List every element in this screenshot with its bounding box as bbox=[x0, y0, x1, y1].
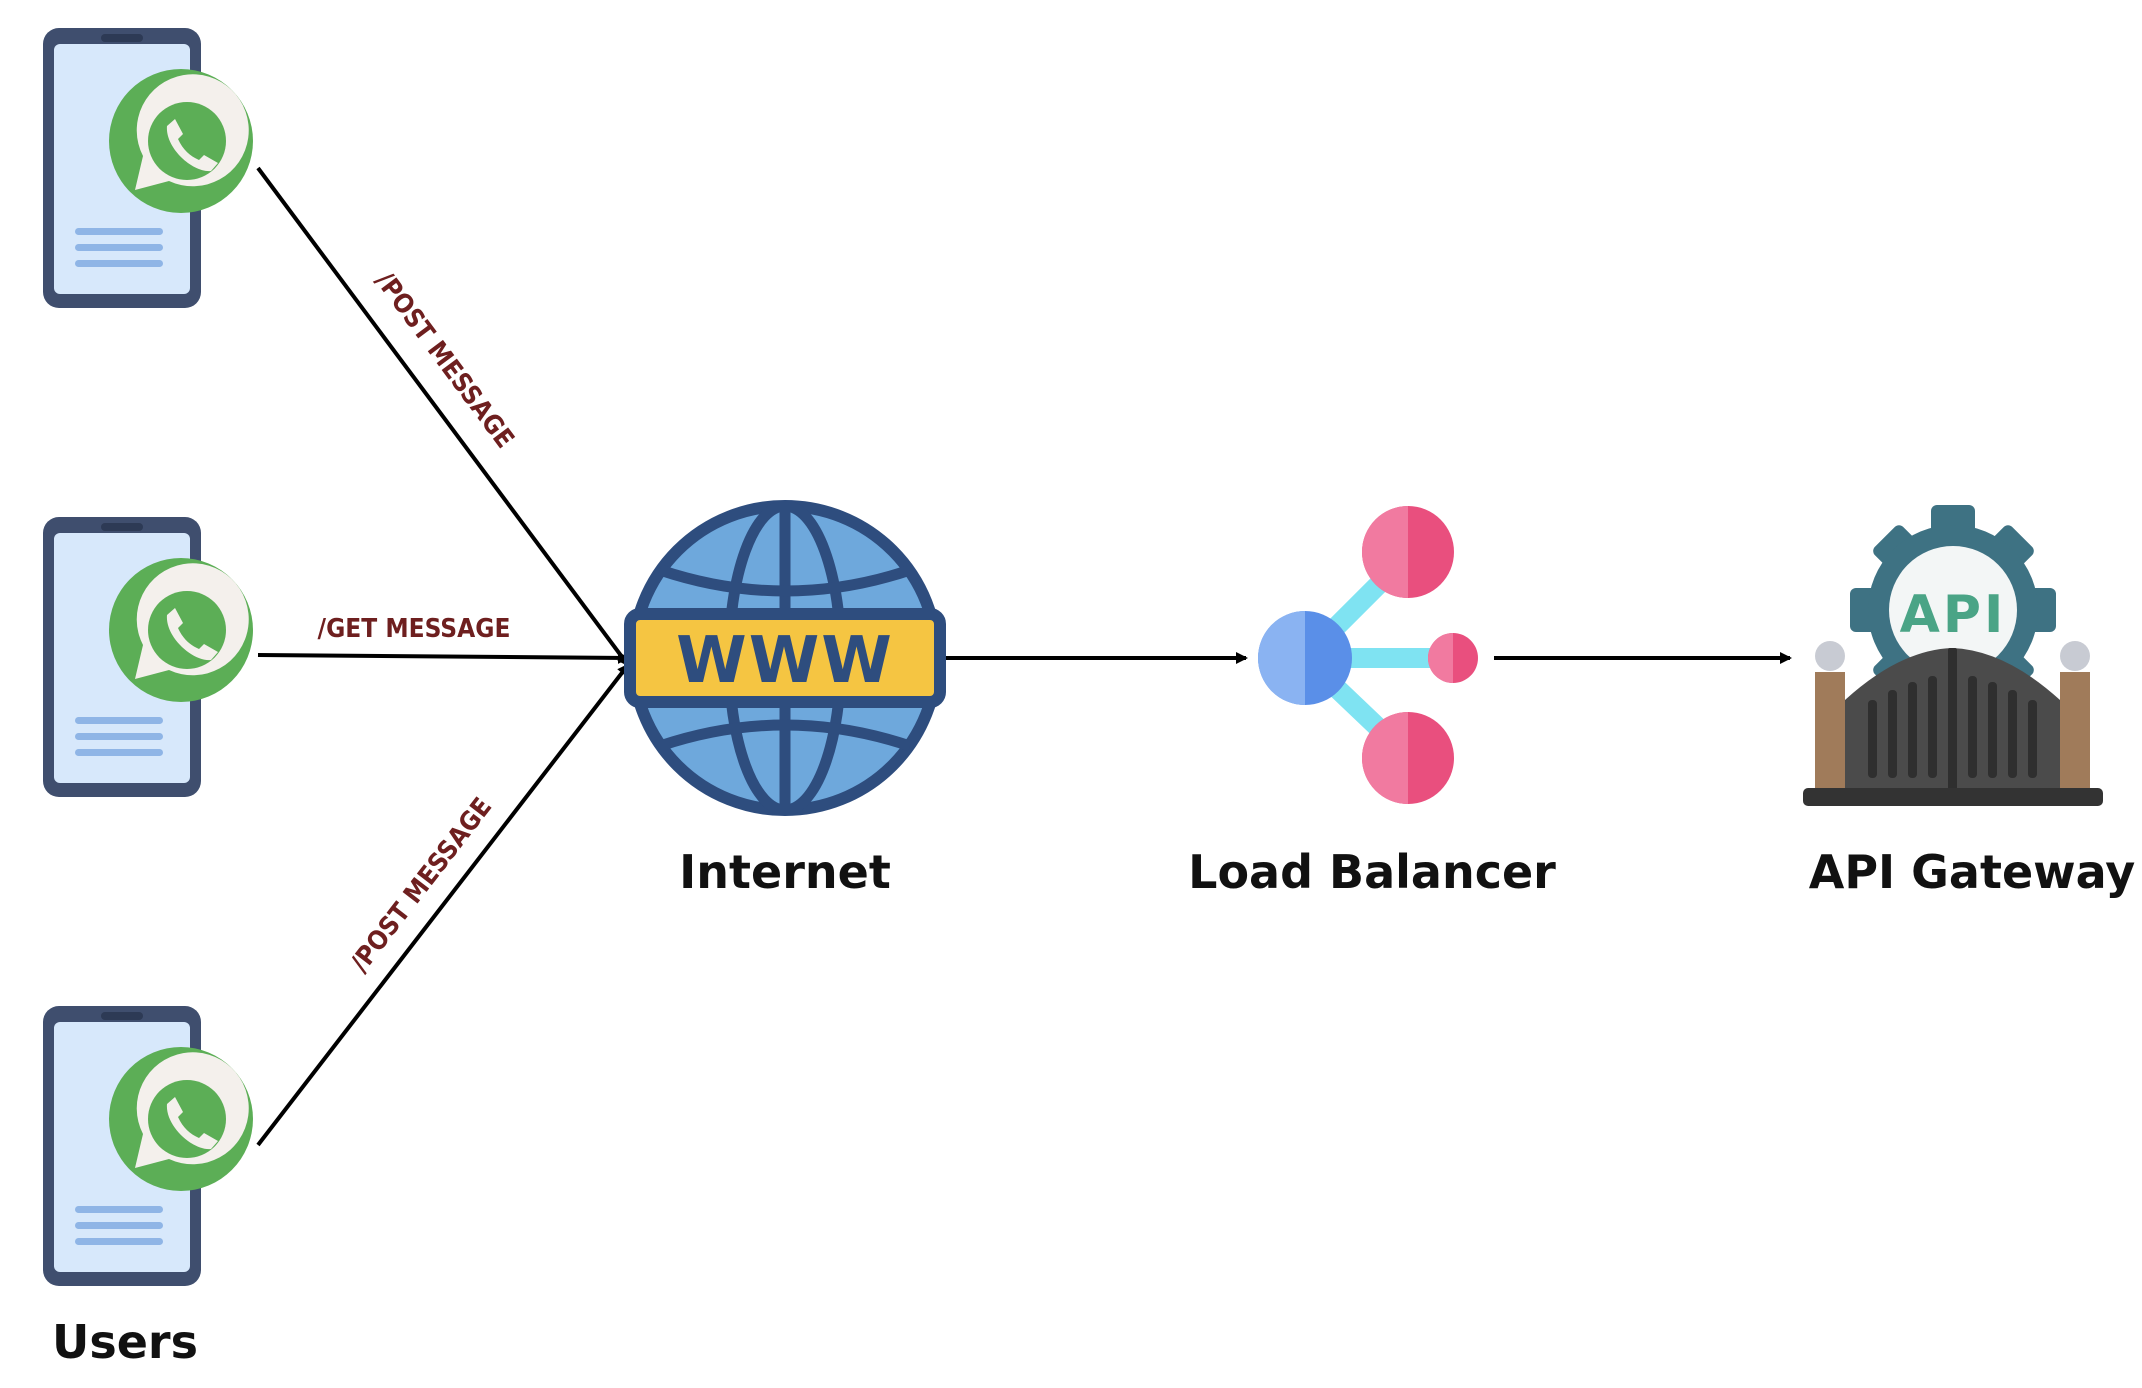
user-device-icon bbox=[43, 28, 253, 308]
api-gateway-label: API Gateway bbox=[1809, 845, 2136, 899]
edge-lines bbox=[256, 166, 1792, 1147]
api-gate-icon: API bbox=[1803, 505, 2103, 806]
edge-label-user1: /POST MESSAGE bbox=[369, 266, 520, 454]
edge-user3-to-internet bbox=[256, 663, 630, 1147]
globe-www-icon: WWW bbox=[624, 500, 946, 816]
users-label: Users bbox=[52, 1315, 198, 1369]
edge-label-user2: /GET MESSAGE bbox=[318, 614, 511, 644]
user-device-icon bbox=[43, 1006, 253, 1286]
edge-user2-to-internet bbox=[257, 651, 630, 664]
api-text: API bbox=[1900, 585, 2007, 645]
www-text: WWW bbox=[676, 624, 894, 698]
edge-user1-to-internet bbox=[256, 166, 630, 667]
edge-label-user3: /POST MESSAGE bbox=[345, 792, 498, 978]
load-balancer-icon bbox=[1258, 506, 1478, 804]
internet-label: Internet bbox=[679, 845, 891, 899]
load-balancer-label: Load Balancer bbox=[1188, 845, 1556, 899]
user-device-icon bbox=[43, 517, 253, 797]
